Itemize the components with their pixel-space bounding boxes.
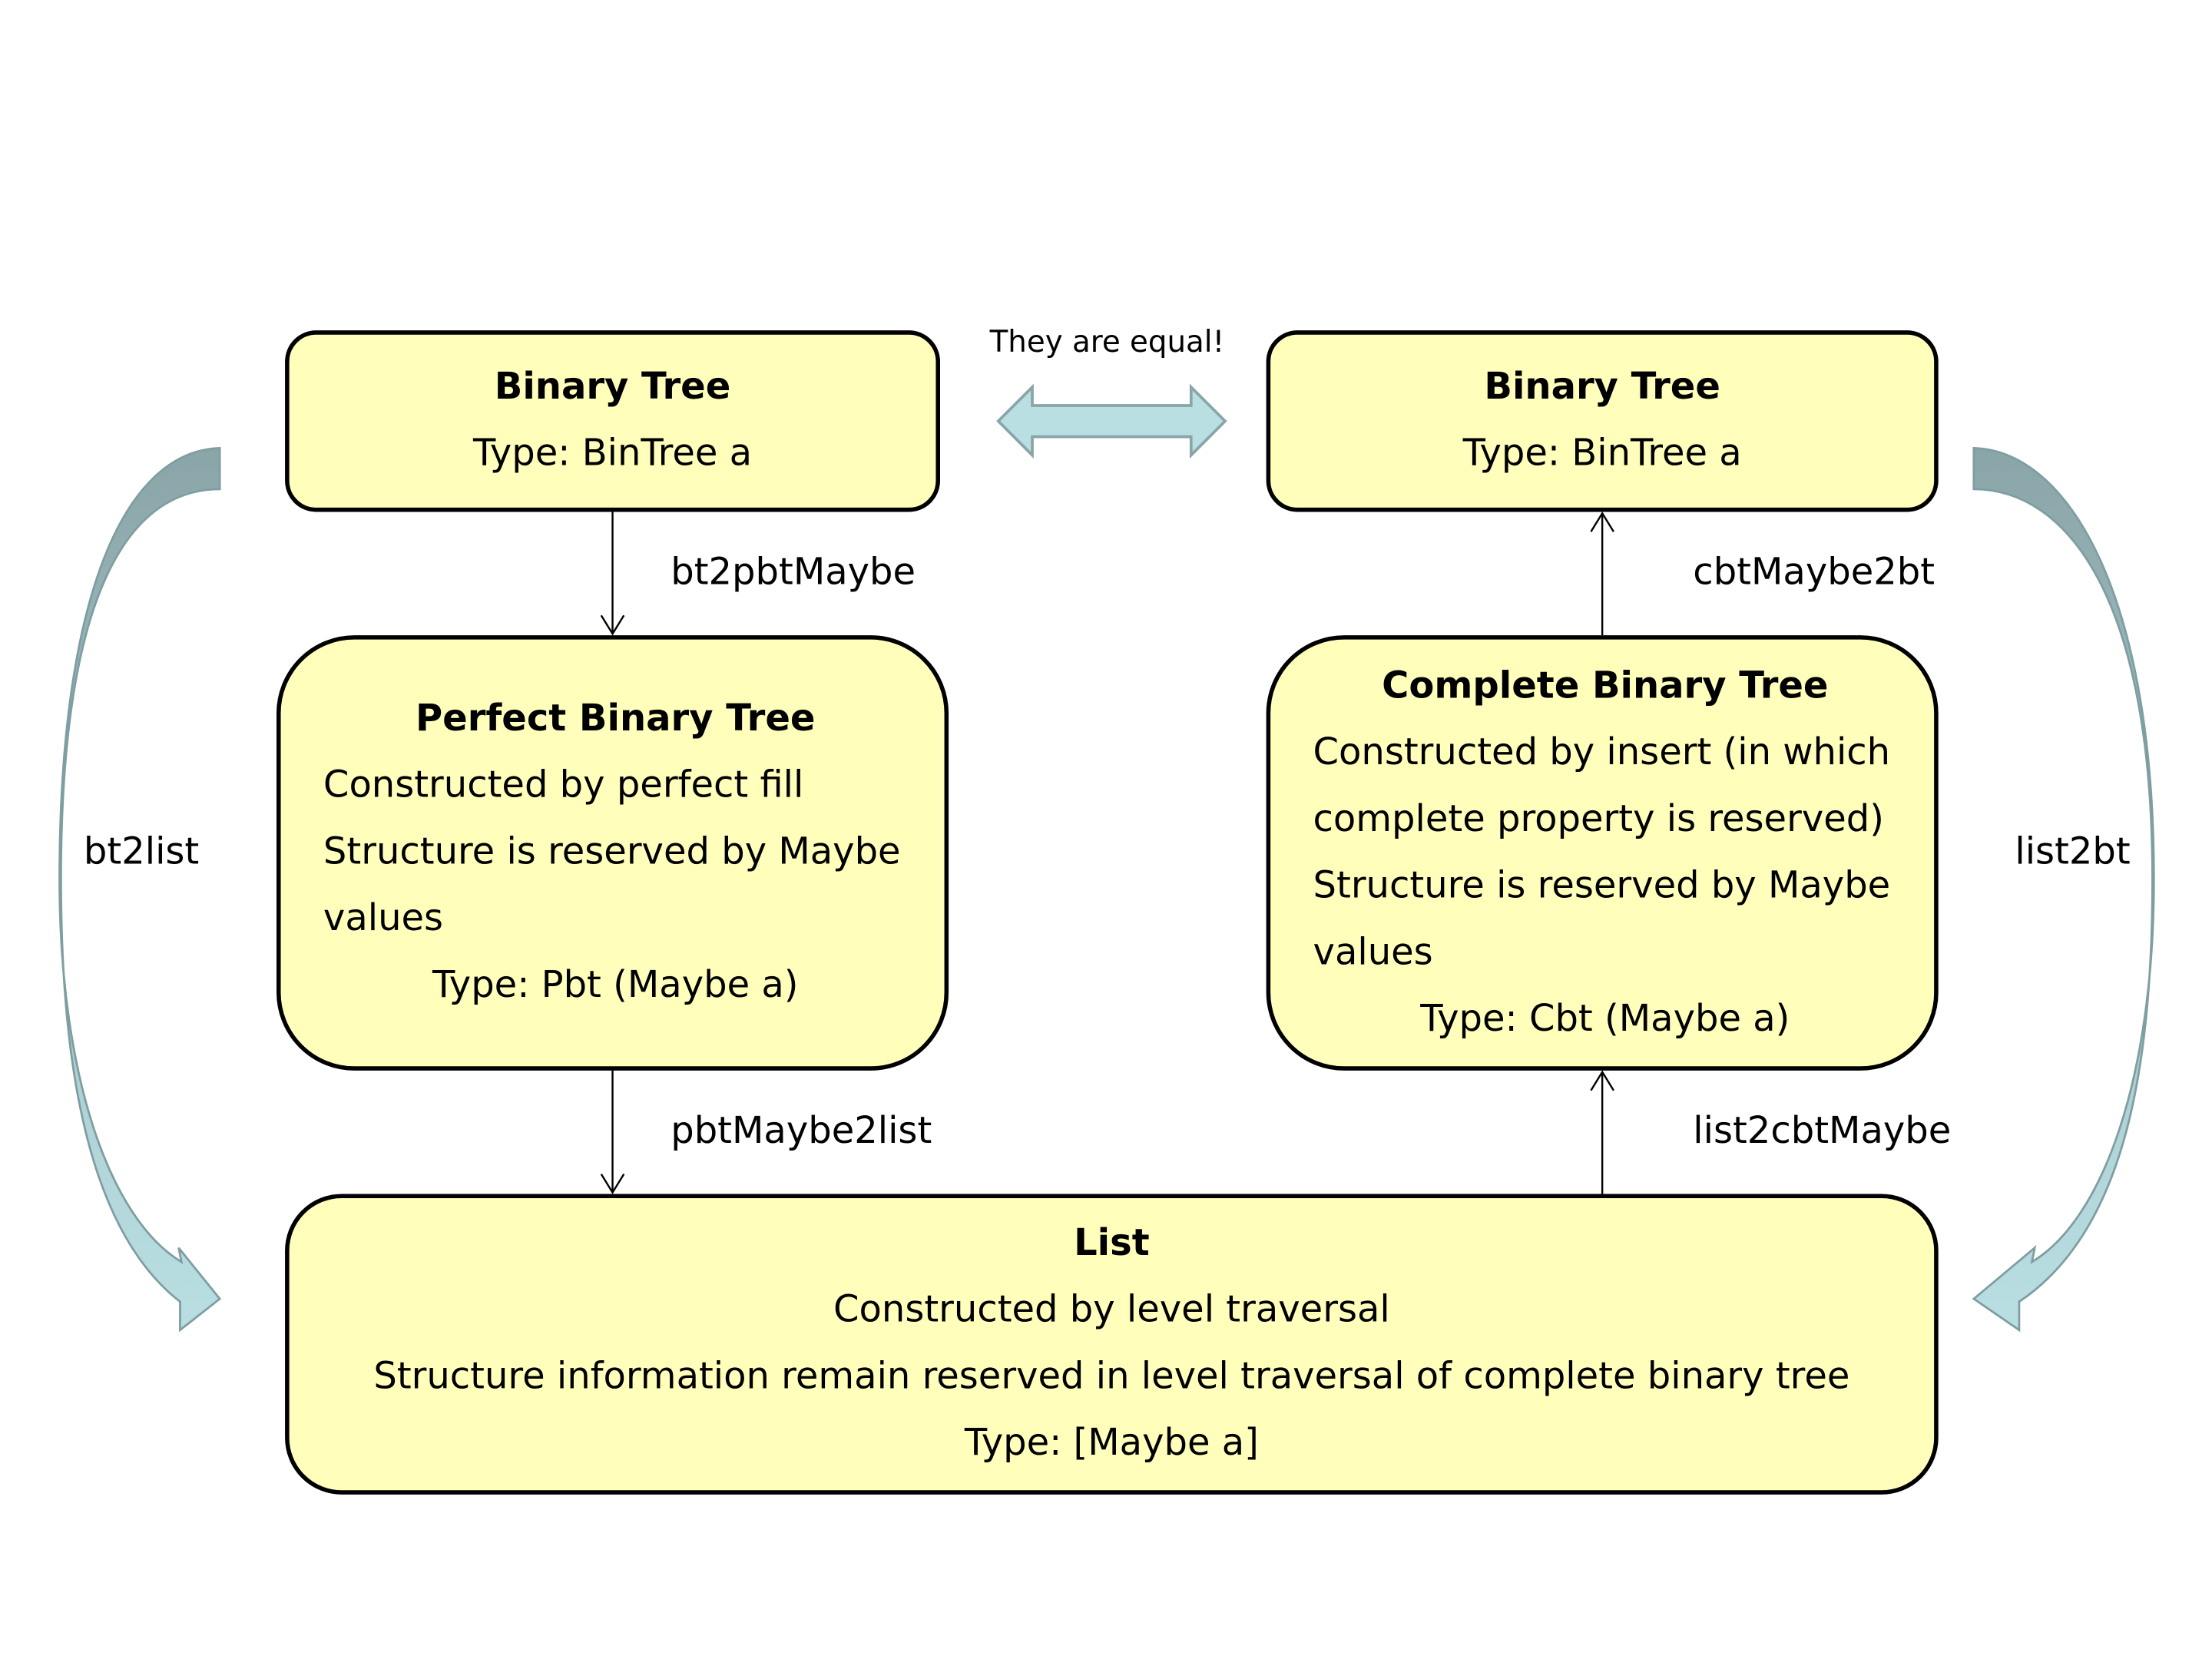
node-description-line: values	[1313, 931, 1433, 974]
bt2pbtMaybe-arrowhead	[600, 614, 625, 636]
list-node: List Constructed by level traversal Stru…	[285, 1194, 1939, 1495]
node-title: Binary Tree	[1484, 366, 1720, 409]
node-description-line: Structure is reserved by Maybe	[323, 830, 901, 874]
node-type: Type: Cbt (Maybe a)	[1420, 997, 1790, 1041]
node-description-line: complete property is reserved)	[1313, 797, 1884, 840]
pbtMaybe2list-arrowhead	[600, 1173, 625, 1194]
node-description-line: Constructed by perfect fill	[323, 764, 804, 807]
node-description-line: Structure is reserved by Maybe	[1313, 864, 1891, 907]
cbtMaybe2bt-arrowhead	[1590, 512, 1614, 532]
equal-double-arrow	[996, 383, 1227, 459]
list2bt-label: list2bt	[2015, 830, 2131, 874]
node-title: Binary Tree	[494, 366, 731, 409]
node-title: Perfect Binary Tree	[415, 697, 816, 740]
binary-tree-left-node: Binary Tree Type: BinTree a	[285, 330, 941, 512]
complete-binary-tree-node: Complete Binary Tree Constructed by inse…	[1266, 635, 1939, 1071]
cbtMaybe2bt-label: cbtMaybe2bt	[1693, 551, 1936, 594]
node-description-line: Structure information remain reserved in…	[373, 1355, 1850, 1399]
binary-tree-right-node: Binary Tree Type: BinTree a	[1266, 330, 1939, 512]
bt2pbtMaybe-label: bt2pbtMaybe	[671, 551, 916, 594]
node-title: List	[1074, 1222, 1150, 1265]
node-description-line: Constructed by insert (in which	[1313, 730, 1891, 774]
list2cbtMaybe-arrowhead	[1590, 1070, 1614, 1091]
node-description-line: values	[323, 897, 444, 941]
bt2list-arrow	[58, 446, 222, 1333]
bt2list-label: bt2list	[83, 830, 200, 874]
node-type: Type: BinTree a	[1462, 432, 1742, 475]
node-type: Type: BinTree a	[473, 432, 753, 475]
equal-label: They are equal!	[989, 324, 1225, 359]
pbtMaybe2list-label: pbtMaybe2list	[671, 1110, 932, 1153]
list2cbtMaybe-label: list2cbtMaybe	[1693, 1110, 1952, 1153]
node-type: Type: Pbt (Maybe a)	[432, 964, 799, 1007]
perfect-binary-tree-node: Perfect Binary Tree Constructed by perfe…	[276, 635, 949, 1071]
node-type: Type: [Maybe a]	[964, 1422, 1259, 1465]
node-title: Complete Binary Tree	[1382, 664, 1829, 707]
list2bt-arrow	[1972, 446, 2155, 1333]
node-description-line: Constructed by level traversal	[833, 1289, 1390, 1332]
